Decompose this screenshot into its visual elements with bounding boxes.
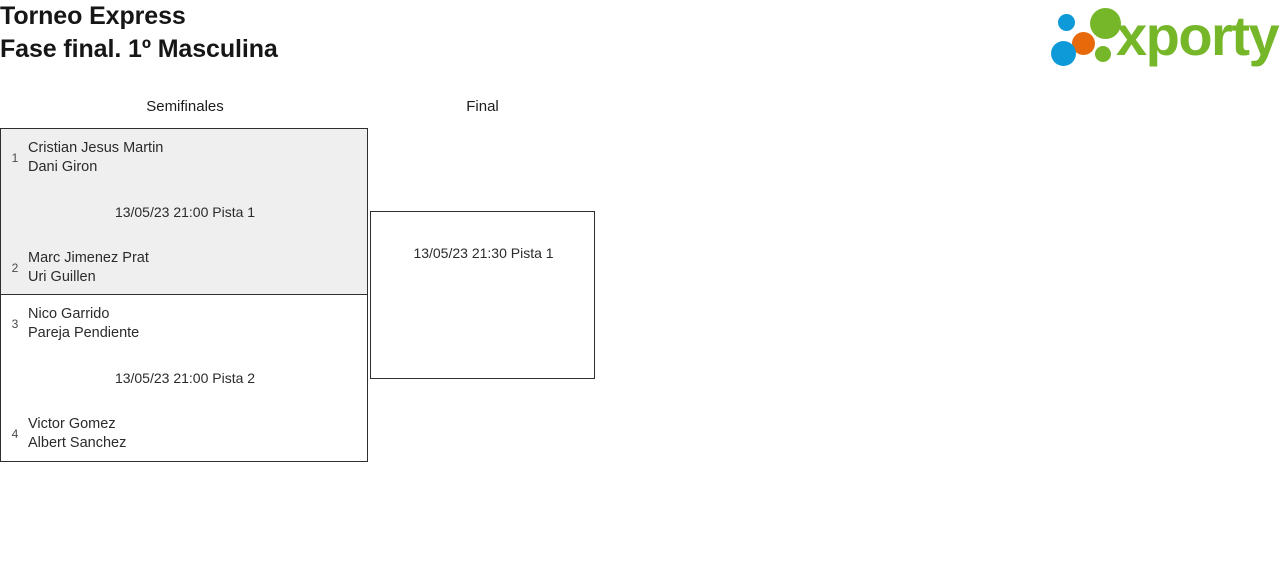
team-seed: 1 (11, 151, 19, 165)
tournament-header: Torneo Express Fase final. 1º Masculina (0, 0, 700, 66)
match-team-row[interactable]: 1 Cristian Jesus Martin Dani Giron (9, 139, 164, 177)
match-final[interactable]: 13/05/23 21:30 Pista 1 (370, 211, 595, 379)
logo-dot-orange-icon (1072, 32, 1095, 55)
team-players: Cristian Jesus Martin Dani Giron (28, 139, 163, 177)
player-name: Nico Garrido (28, 306, 110, 322)
round-header-semifinals: Semifinales (146, 98, 224, 115)
xporty-logo[interactable]: xporty (1048, 4, 1280, 68)
player-name: Pareja Pendiente (28, 325, 140, 341)
match-team-row[interactable]: 3 Nico Garrido Pareja Pendiente (9, 305, 140, 343)
team-players: Nico Garrido Pareja Pendiente (28, 305, 139, 343)
match-semifinal-1[interactable]: 1 Cristian Jesus Martin Dani Giron 13/05… (0, 128, 368, 295)
player-name: Uri Guillen (28, 269, 96, 285)
match-schedule: 13/05/23 21:30 Pista 1 (413, 245, 554, 261)
logo-dot-green-large-icon (1090, 8, 1121, 39)
player-name: Cristian Jesus Martin (28, 140, 164, 156)
logo-dots-icon (1048, 8, 1121, 66)
player-name: Marc Jimenez Prat (28, 250, 149, 266)
logo-dot-blue-large-icon (1051, 41, 1076, 66)
match-team-row[interactable]: 4 Victor Gomez Albert Sanchez (9, 415, 127, 453)
team-players: Victor Gomez Albert Sanchez (28, 415, 126, 453)
team-seed: 4 (11, 427, 19, 441)
logo-wordmark: xporty (1116, 4, 1280, 67)
match-team-row[interactable]: 2 Marc Jimenez Prat Uri Guillen (9, 249, 149, 287)
tournament-subtitle: Fase final. 1º Masculina (0, 35, 278, 63)
player-name: Dani Giron (28, 159, 98, 175)
logo-dot-blue-small-icon (1058, 14, 1075, 31)
match-semifinal-2[interactable]: 3 Nico Garrido Pareja Pendiente 13/05/23… (0, 295, 368, 462)
team-seed: 2 (11, 261, 19, 275)
team-seed: 3 (11, 317, 19, 331)
player-name: Albert Sanchez (28, 435, 127, 451)
team-players: Marc Jimenez Prat Uri Guillen (28, 249, 149, 287)
player-name: Victor Gomez (28, 416, 116, 432)
logo-dot-green-small-icon (1095, 46, 1111, 62)
tournament-title: Torneo Express (0, 2, 186, 30)
match-schedule: 13/05/23 21:00 Pista 2 (114, 370, 256, 386)
match-schedule: 13/05/23 21:00 Pista 1 (114, 204, 256, 220)
round-header-final: Final (466, 98, 499, 115)
